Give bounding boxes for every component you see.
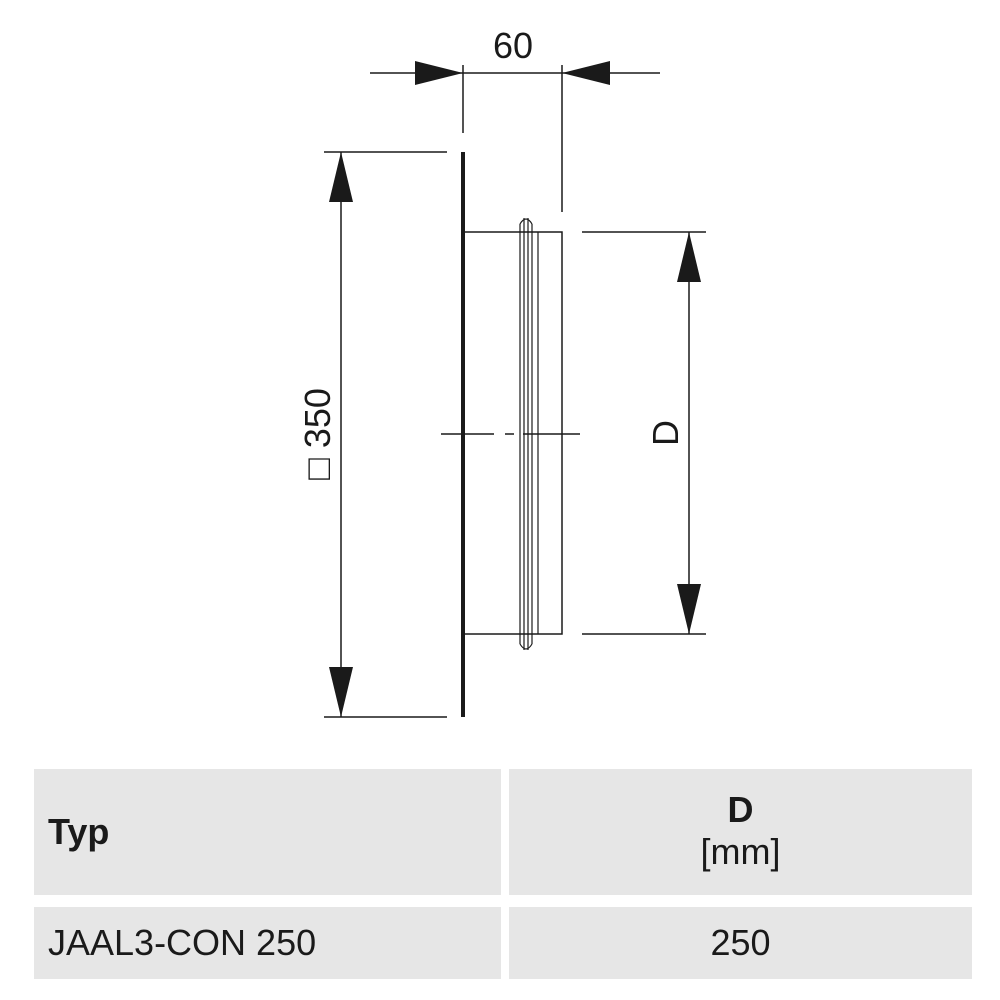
dimensions-table: Typ D [mm] JAAL3-CON 250 250: [34, 769, 972, 979]
header-diameter-unit: [mm]: [700, 831, 781, 872]
technical-drawing: .ln { stroke: #1a1a1a; fill: none; } 60 …: [297, 25, 706, 718]
header-diameter: D [mm]: [509, 769, 972, 895]
table-header-row: Typ D [mm]: [34, 769, 972, 895]
header-type: Typ: [34, 769, 501, 895]
diameter-dimension-label: D: [645, 420, 686, 446]
seal-cap-top: [519, 218, 533, 225]
row-diameter: 250: [509, 907, 972, 979]
seal-cap-bottom: [519, 643, 533, 650]
square-dimension-label: □ 350: [297, 388, 338, 480]
table-row: JAAL3-CON 250 250: [34, 907, 972, 979]
depth-arrow-left: [415, 61, 463, 85]
square-arrow-top: [329, 152, 353, 202]
row-type: JAAL3-CON 250: [34, 907, 501, 979]
depth-arrow-right: [562, 61, 610, 85]
square-dimension: □ 350: [297, 151, 447, 718]
header-diameter-label: D: [727, 789, 754, 830]
diameter-arrow-bottom: [677, 584, 701, 634]
diameter-arrow-top: [677, 232, 701, 282]
spigot-body: [462, 231, 563, 635]
diameter-dimension: D: [582, 231, 706, 635]
square-arrow-bottom: [329, 667, 353, 717]
depth-dimension: 60: [370, 25, 660, 212]
depth-dimension-label: 60: [493, 25, 533, 66]
